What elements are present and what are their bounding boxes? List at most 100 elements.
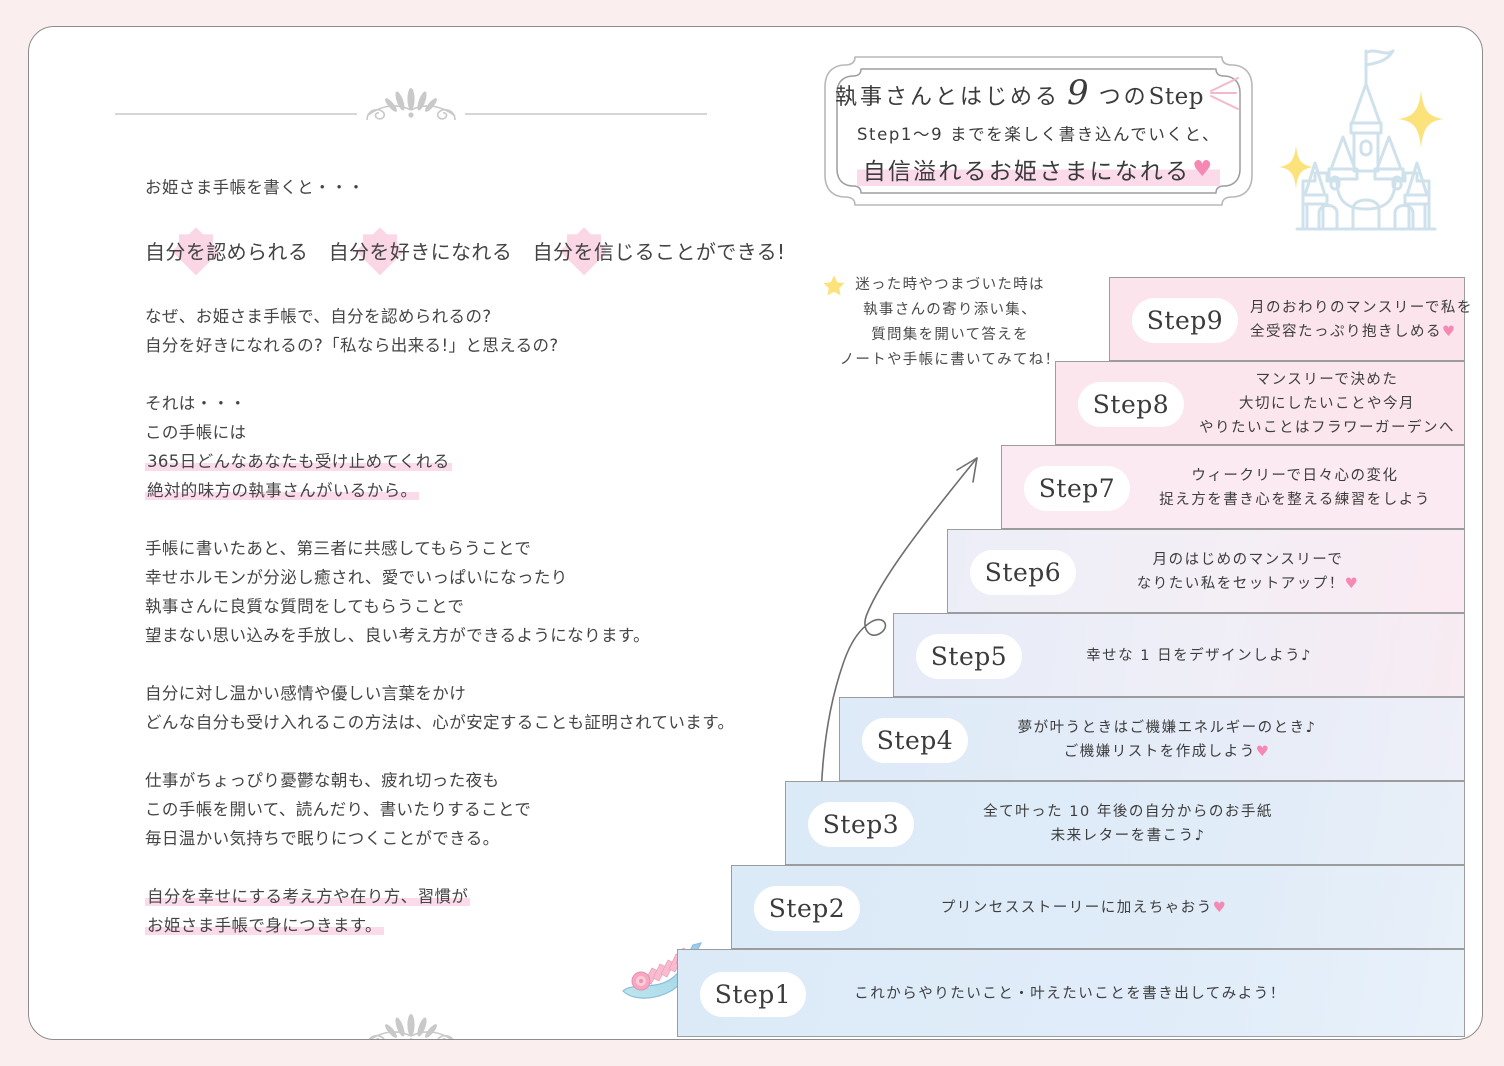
step-row-9[interactable]: Step9 月のおわりのマンスリーで私を 全受容たっぷり抱きしめる♥ <box>1109 277 1473 361</box>
heart-icon: ♥ <box>1192 156 1215 182</box>
page-card: お姫さま手帳を書くと・・・ 自分を認められる 自分を好きになれる 自分を信じるこ… <box>28 26 1483 1040</box>
step-desc-8: マンスリーで決めた 大切にしたいことや今月 やりたいことはフラワーガーデンへ <box>1199 372 1455 436</box>
steps-staircase: Step9 月のおわりのマンスリーで私を 全受容たっぷり抱きしめる♥ Step8… <box>677 277 1482 1037</box>
step-label: Step3 <box>822 810 900 839</box>
step-pill-1: Step1 <box>700 972 806 1017</box>
star-icon <box>823 275 845 296</box>
banner-line3-text: 自信溢れるお姫さまになれる <box>862 159 1191 185</box>
sparkle-lines-icon <box>1210 77 1239 110</box>
step-label: Step1 <box>714 980 792 1009</box>
step-pill-7: Step7 <box>1024 466 1130 511</box>
divider-bottom <box>115 1013 707 1039</box>
banner-line-3: 自信溢れるお姫さまになれる ♥ <box>856 152 1221 186</box>
banner-step-word: Step <box>1148 84 1204 110</box>
step-desc-7: ウィークリーで日々心の変化 捉え方を書き心を整える練習をしよう <box>1159 468 1431 508</box>
paragraph: お姫さま手帳を書くと・・・ <box>145 173 720 202</box>
step-desc-3: 全て叶った 10 年後の自分からのお手紙 未来レターを書こう♪ <box>983 804 1273 844</box>
heart-icon: ♥ <box>1344 576 1360 592</box>
seg: 自分 <box>145 240 186 264</box>
seg: 認められる 自分 <box>206 240 370 264</box>
note-line: 執事さんの寄り添い集、 <box>863 302 1037 318</box>
paragraph: 仕事がちょっぴり憂鬱な朝も、疲れ切った夜も この手帳を開いて、読んだり、書いたり… <box>145 766 720 853</box>
text-line: なぜ、お姫さま手帳で、自分を認められるの? <box>145 307 492 326</box>
step-desc-4: 夢が叶うときはご機嫌エネルギーのとき♪ ご機嫌リストを作成しよう♥ <box>1017 720 1317 760</box>
four-point-sparkle-icon <box>1398 90 1444 148</box>
text-line: この手帳には <box>145 423 247 442</box>
guidance-note: 迷った時やつまづいた時は 執事さんの寄り添い集、 質問集を開いて答えを ノートや… <box>815 273 1085 373</box>
step-label: Step9 <box>1146 306 1224 335</box>
text-line: 自分に対し温かい感情や優しい言葉をかけ <box>145 684 467 703</box>
banner-line1-after: つの <box>1098 85 1149 110</box>
step-pill-6: Step6 <box>970 550 1076 595</box>
text-line-highlighted: 自分を幸せにする考え方や在り方、習慣が <box>145 887 471 906</box>
text-line: 執事さんに良質な質問をしてもらうことで <box>145 597 465 616</box>
paragraph: なぜ、お姫さま手帳で、自分を認められるの? 自分を好きになれるの?「私なら出来る… <box>145 302 720 360</box>
header-banner: 執事さんとはじめる 9 つの Step Step1〜9 までを楽しく書き込んでい… <box>811 51 1266 211</box>
step-label: Step8 <box>1092 390 1170 419</box>
text-line-highlighted: お姫さま手帳で身につきます。 <box>145 916 384 935</box>
text-line: 幸せホルモンが分泌し癒され、愛でいっぱいになったり <box>145 568 568 587</box>
paragraph: 手帳に書いたあと、第三者に共感してもらうことで 幸せホルモンが分泌し癒され、愛で… <box>145 534 720 650</box>
step-label: Step7 <box>1038 474 1116 503</box>
step-row-8[interactable]: Step8 マンスリーで決めた 大切にしたいことや今月 やりたいことはフラワーガ… <box>1055 361 1465 445</box>
note-line: ノートや手帳に書いてみてね！ <box>839 352 1061 368</box>
text-line: どんな自分も受け入れるこの方法は、心が安定することも証明されています。 <box>145 713 735 732</box>
step-label: Step6 <box>984 558 1062 587</box>
step-row-2[interactable]: Step2 プリンセスストーリーに加えちゃおう♥ <box>731 865 1465 949</box>
left-column: お姫さま手帳を書くと・・・ 自分を認められる 自分を好きになれる 自分を信じるこ… <box>115 51 785 1039</box>
castle-decoration <box>1267 41 1482 246</box>
banner-line1-before: 執事さんとはじめる <box>834 85 1060 110</box>
progress-arrow <box>799 422 1019 882</box>
step-pill-3: Step3 <box>808 802 914 847</box>
text-line: それは・・・ <box>145 394 247 413</box>
step-row-1[interactable]: Step1 これからやりたいこと・叶えたいことを書き出してみよう！ <box>677 949 1465 1037</box>
step-row-4[interactable]: Step4 夢が叶うときはご機嫌エネルギーのとき♪ ご機嫌リストを作成しよう♥ <box>839 697 1465 781</box>
heart-icon: ♥ <box>1255 744 1271 760</box>
text-line-hearts: 自分を認められる 自分を好きになれる 自分を信じることができる! <box>145 231 785 273</box>
seg: 好きになれる 自分 <box>389 240 574 264</box>
heart-highlight: を <box>369 231 389 273</box>
step-pill-9: Step9 <box>1132 298 1238 343</box>
banner-frame-icon <box>824 56 1253 206</box>
heart-icon: ♥ <box>1212 900 1228 916</box>
paragraph: 自分に対し温かい感情や優しい言葉をかけ どんな自分も受け入れるこの方法は、心が安… <box>145 679 735 737</box>
text-line-highlighted: 絶対的味方の執事さんがいるから。 <box>145 481 420 500</box>
step-row-3[interactable]: Step3 全て叶った 10 年後の自分からのお手紙 未来レターを書こう♪ <box>785 781 1465 865</box>
seg: 信じることができる! <box>593 240 786 264</box>
right-column: 執事さんとはじめる 9 つの Step Step1〜9 までを楽しく書き込んでい… <box>677 27 1482 1039</box>
ornament-flourish-icon <box>368 1014 454 1039</box>
step-desc-5: 幸せな 1 日をデザインしよう♪ <box>1086 648 1312 664</box>
step-row-7[interactable]: Step7 ウィークリーで日々心の変化 捉え方を書き心を整える練習をしよう <box>1001 445 1465 529</box>
paragraph: 自分を幸せにする考え方や在り方、習慣が お姫さま手帳で身につきます。 <box>145 882 720 940</box>
step-label: Step5 <box>930 642 1008 671</box>
step-pill-4: Step4 <box>862 718 968 763</box>
four-point-sparkle-icon <box>1279 145 1313 189</box>
step-desc-9: 月のおわりのマンスリーで私を 全受容たっぷり抱きしめる♥ <box>1250 300 1473 340</box>
step-desc-1: これからやりたいこと・叶えたいことを書き出してみよう！ <box>854 986 1286 1002</box>
step-pill-8: Step8 <box>1078 382 1184 427</box>
step-pill-5: Step5 <box>916 634 1022 679</box>
text-line-highlighted: 365日どんなあなたも受け止めてくれる <box>145 452 452 471</box>
step-pill-2: Step2 <box>754 886 860 931</box>
heart-highlight: を <box>186 231 206 273</box>
paragraph: それは・・・ この手帳には 365日どんなあなたも受け止めてくれる 絶対的味方の… <box>145 389 720 505</box>
text-line: 望まない思い込みを手放し、良い考え方ができるようになります。 <box>145 626 651 645</box>
text-line: 手帳に書いたあと、第三者に共感してもらうことで <box>145 539 532 558</box>
note-line: 迷った時やつまづいた時は <box>855 277 1045 293</box>
divider-top <box>115 87 707 129</box>
heart-highlight: を <box>573 231 593 273</box>
text-line: この手帳を開いて、読んだり、書いたりすることで <box>145 800 532 819</box>
text-line: 毎日温かい気持ちで眠りにつくことができる。 <box>145 829 500 848</box>
step-desc-2: プリンセスストーリーに加えちゃおう♥ <box>940 900 1228 916</box>
text-line: 仕事がちょっぴり憂鬱な朝も、疲れ切った夜も <box>145 771 500 790</box>
step-label: Step2 <box>768 894 846 923</box>
step-row-6[interactable]: Step6 月のはじめのマンスリーで なりたい私をセットアップ！♥ <box>947 529 1465 613</box>
curved-up-arrow-icon <box>819 457 978 875</box>
banner-number-nine: 9 <box>1067 73 1092 113</box>
text-line: お姫さま手帳を書くと・・・ <box>145 178 365 197</box>
heart-icon: ♥ <box>1442 324 1457 340</box>
ornament-flourish-icon <box>115 88 707 121</box>
step-label: Step4 <box>876 726 954 755</box>
left-body-text: お姫さま手帳を書くと・・・ 自分を認められる 自分を好きになれる 自分を信じるこ… <box>145 173 785 940</box>
step-row-5[interactable]: Step5 幸せな 1 日をデザインしよう♪ <box>893 613 1465 697</box>
